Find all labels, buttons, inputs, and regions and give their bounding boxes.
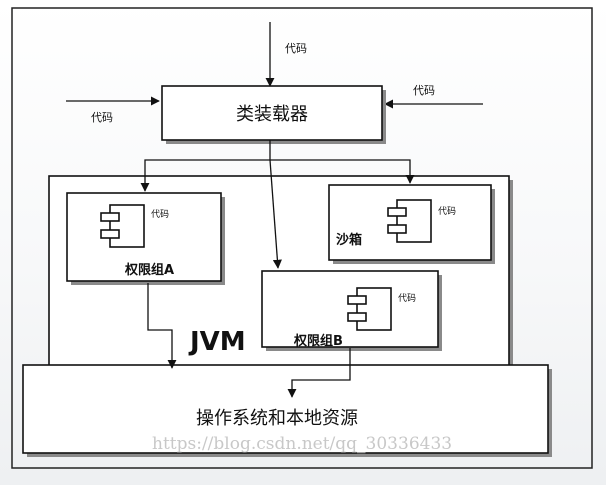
class-loader-label: 类装载器: [236, 104, 308, 125]
group-b-to-os-arrow: [287, 348, 351, 398]
loader-to-group-a-arrow: [140, 140, 271, 192]
sandbox-label: 沙箱: [336, 232, 362, 248]
component-b-icon: [347, 287, 392, 331]
perm-group-a-box: 代码 权限组A: [66, 192, 225, 285]
class-loader-box: 类装载器: [161, 85, 386, 144]
perm-group-b-box: 代码 权限组B: [261, 270, 442, 351]
perm-group-a-label: 权限组A: [124, 262, 174, 278]
group-a-to-os-arrow: [147, 283, 177, 369]
os-native-label: 操作系统和本地资源: [196, 408, 358, 429]
component-a-icon: [100, 204, 145, 248]
os-native-box: 操作系统和本地资源: [22, 364, 552, 457]
jvm-label: JVM: [188, 327, 246, 357]
component-sandbox-icon: [387, 199, 432, 243]
watermark-text: https://blog.csdn.net/qq_30336433: [152, 434, 452, 454]
outer-frame: [11, 7, 593, 469]
component-sandbox-label: 代码: [438, 206, 456, 217]
perm-group-b-label: 权限组B: [293, 333, 343, 349]
code-left-label: 代码: [91, 111, 113, 124]
loader-to-sandbox-arrow: [270, 159, 415, 184]
component-a-label: 代码: [151, 209, 169, 220]
loader-to-group-b-arrow: [269, 159, 282, 269]
code-top-label: 代码: [285, 42, 307, 55]
code-right-label: 代码: [413, 84, 435, 97]
sandbox-box: 代码 沙箱: [328, 184, 495, 264]
component-b-label: 代码: [398, 293, 416, 304]
